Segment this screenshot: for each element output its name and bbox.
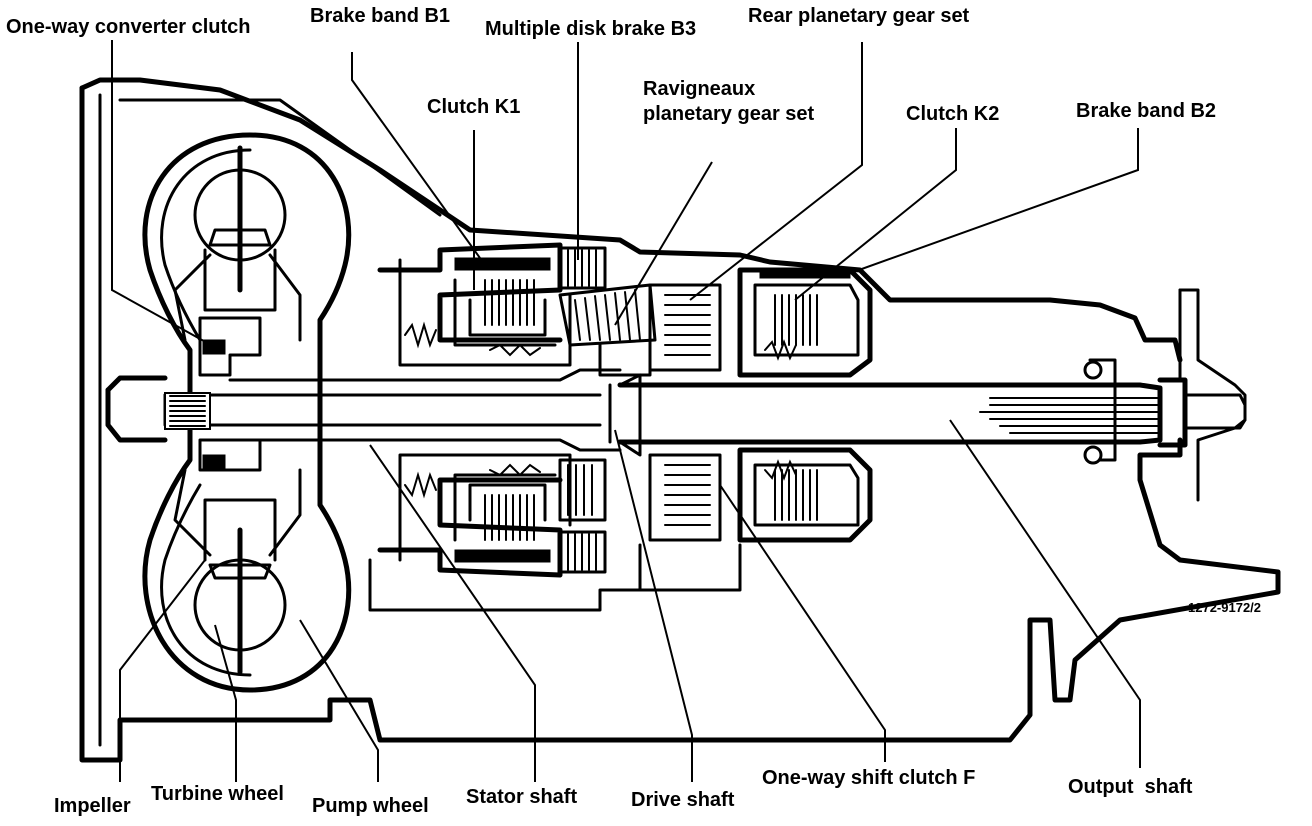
- label-clutch-k2: Clutch K2: [906, 103, 999, 125]
- leader-rear-planetary-gear-set: [689, 42, 863, 301]
- label-turbine-wheel: Turbine wheel: [151, 783, 284, 805]
- label-ravigneaux-line1: Ravigneaux: [643, 78, 755, 100]
- label-one-way-converter-clutch: One-way converter clutch: [6, 16, 251, 38]
- leader-drive-shaft: [614, 429, 693, 782]
- brake-b3-disks-lower: [558, 530, 607, 574]
- leader-brake-band-b2: [844, 128, 1139, 276]
- leader-stator-shaft: [369, 444, 536, 782]
- clutch-k2-plates: [774, 294, 818, 346]
- rear-planetary-lower: [664, 464, 711, 526]
- torque-converter: [142, 132, 352, 693]
- leader-lines: [111, 40, 1141, 782]
- leader-output-shaft: [949, 419, 1141, 768]
- leader-one-way-converter-clutch: [111, 40, 221, 351]
- leader-pump-wheel: [299, 619, 379, 782]
- leader-clutch-k2: [794, 128, 957, 301]
- label-multiple-disk-brake-b3: Multiple disk brake B3: [485, 18, 696, 40]
- labels: One-way converter clutch Brake band B1 M…: [6, 5, 1261, 817]
- label-brake-band-b1: Brake band B1: [310, 5, 450, 27]
- clutch-k2-plates-lower: [774, 469, 818, 521]
- label-one-way-shift-clutch-f: One-way shift clutch F: [762, 767, 975, 789]
- transmission-housing: [79, 77, 1281, 763]
- input-spline: [169, 395, 206, 427]
- label-rear-planetary-gear-set: Rear planetary gear set: [748, 5, 970, 27]
- leader-impeller: [119, 559, 206, 782]
- ravigneaux-gears-upper: [558, 283, 657, 377]
- figure-code: 1272-9172/2: [1188, 600, 1261, 615]
- clutch-k1-plates-lower: [484, 494, 535, 541]
- brake-b3-disks: [558, 246, 607, 290]
- upper-assemblies: [377, 242, 873, 378]
- label-stator-shaft: Stator shaft: [466, 786, 577, 808]
- output-spline: [979, 397, 1161, 434]
- shafts: [105, 360, 1247, 465]
- clutch-k1-plates: [484, 279, 535, 326]
- label-ravigneaux-line2: planetary gear set: [643, 103, 815, 125]
- leader-one-way-shift-clutch-f: [719, 484, 886, 762]
- label-drive-shaft: Drive shaft: [631, 789, 735, 811]
- rear-planetary-upper: [664, 294, 711, 356]
- lower-assemblies: [368, 447, 873, 612]
- label-clutch-k1: Clutch K1: [427, 96, 520, 118]
- label-pump-wheel: Pump wheel: [312, 795, 429, 817]
- label-brake-band-b2: Brake band B2: [1076, 100, 1216, 122]
- leader-turbine-wheel: [214, 624, 237, 782]
- label-impeller: Impeller: [54, 795, 131, 817]
- ravigneaux-gears-lower: [567, 464, 593, 516]
- leader-brake-band-b1: [351, 52, 486, 266]
- label-output-shaft: Output shaft: [1068, 776, 1193, 798]
- leader-ravigneaux: [614, 161, 713, 326]
